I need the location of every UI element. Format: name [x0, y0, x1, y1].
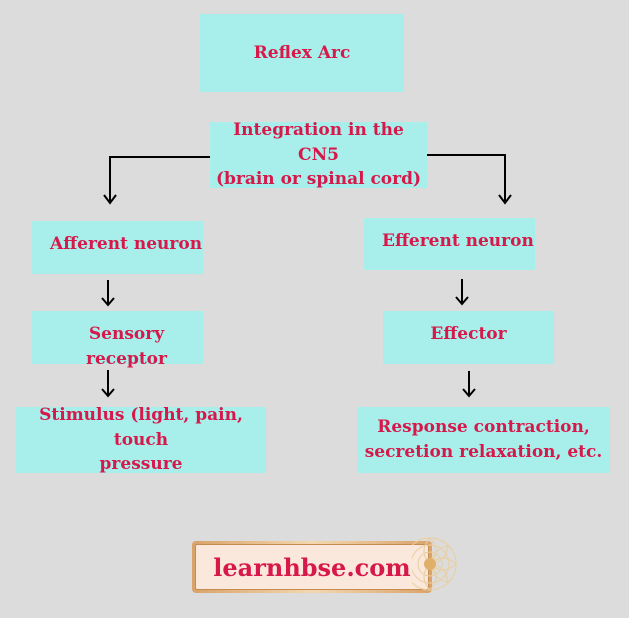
effector-label: Effector: [430, 324, 507, 344]
stimulus-line1: Stimulus (light, pain, touch: [39, 405, 243, 450]
efferent-neuron-label: Efferent neuron: [382, 231, 534, 251]
title-text: Reflex Arc: [253, 42, 351, 63]
connector-integration-to-efferent: [427, 154, 506, 201]
sensory-receptor-box: Sensory receptor: [32, 311, 203, 369]
sensory-receptor-label: Sensory receptor: [86, 324, 167, 369]
effector-box: Effector: [383, 311, 554, 364]
response-box: Response contraction, secretion relaxati…: [357, 407, 610, 473]
title-box: Reflex Arc: [200, 14, 404, 92]
afferent-neuron-box: Afferent neuron: [32, 221, 203, 274]
integration-line1: Integration in the CN5: [233, 120, 404, 165]
integration-box: Integration in the CN5 (brain or spinal …: [210, 120, 427, 189]
watermark-text: learnhbse.com: [195, 544, 429, 590]
mandala-ornament-icon: [412, 537, 457, 591]
connector-integration-to-afferent: [109, 156, 210, 201]
afferent-neuron-label: Afferent neuron: [50, 234, 203, 254]
response-line2: secretion relaxation, etc.: [364, 442, 603, 462]
watermark-badge: learnhbse.com: [192, 541, 432, 593]
stimulus-box: Stimulus (light, pain, touch pressure: [16, 405, 266, 474]
integration-line2: (brain or spinal cord): [215, 169, 422, 190]
efferent-neuron-box: Efferent neuron: [364, 218, 535, 270]
stimulus-line2: pressure: [99, 454, 183, 475]
response-line1: Response contraction,: [377, 417, 590, 438]
